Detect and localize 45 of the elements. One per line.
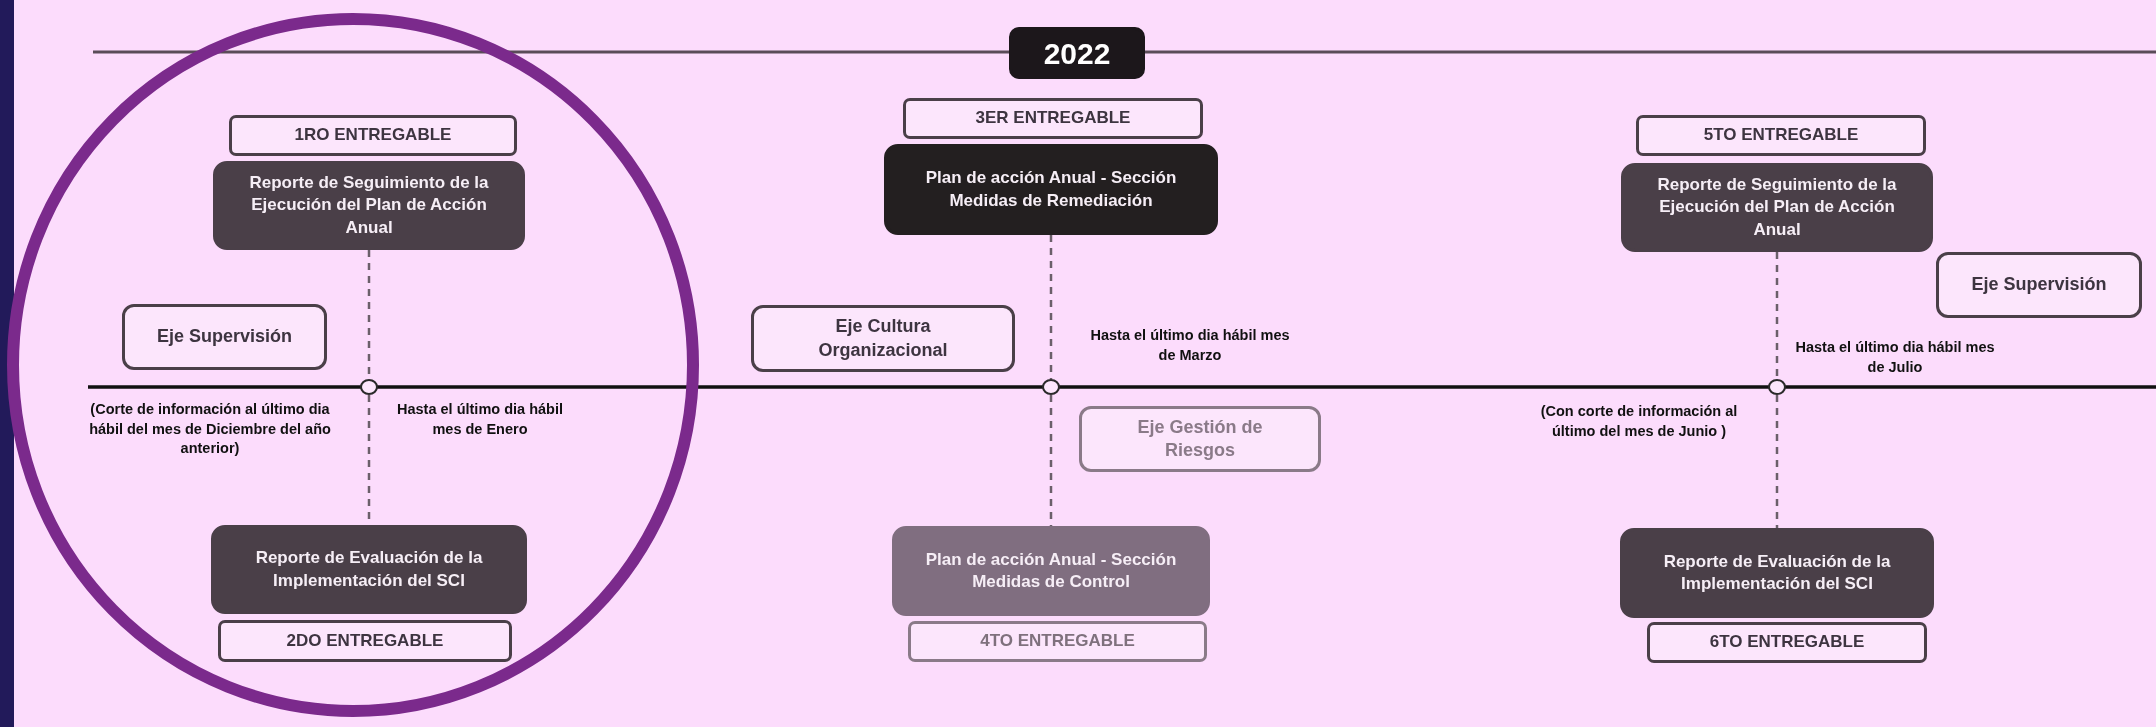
dashed-connector bbox=[1775, 252, 1779, 379]
report-box bbox=[892, 526, 1210, 616]
deadline-note: (Con corte de información al último del mes de Junio ) bbox=[1539, 402, 1739, 441]
deadline-note: Hasta el último dia hábil mes de Enero bbox=[396, 400, 564, 439]
box-label: 1RO ENTREGABLE bbox=[294, 124, 452, 147]
box-label: 6TO ENTREGABLE bbox=[1709, 631, 1865, 654]
report-box bbox=[884, 144, 1218, 235]
box-label: 2DO ENTREGABLE bbox=[286, 629, 444, 652]
deadline-note: Hasta el último dia hábil mes de Marzo bbox=[1090, 326, 1290, 365]
report-box bbox=[1621, 163, 1933, 252]
axis-box bbox=[122, 304, 327, 370]
axis-box bbox=[1079, 406, 1321, 472]
deliverable-tag bbox=[1647, 622, 1927, 663]
box-label: Eje Gestión de Riesgos bbox=[1136, 415, 1264, 462]
report-box bbox=[213, 161, 525, 250]
box-label: Eje Supervisión bbox=[1971, 273, 2107, 297]
deliverable-tag bbox=[908, 621, 1207, 662]
axis-box bbox=[1936, 252, 2142, 318]
box-label: 3ER ENTREGABLE bbox=[975, 107, 1131, 130]
box-label: Plan de acción Anual - Sección Medidas de Remediación bbox=[924, 167, 1178, 212]
dashed-connector bbox=[1775, 395, 1779, 528]
box-label: Plan de acción Anual - Sección Medidas de Control bbox=[924, 548, 1178, 593]
axis-box bbox=[751, 305, 1015, 372]
year-label: 2022 bbox=[1043, 35, 1111, 72]
box-label: Reporte de Evaluación de la Implementación del SCI bbox=[1662, 550, 1892, 595]
timeline-marker bbox=[1768, 379, 1786, 395]
box-label: 5TO ENTREGABLE bbox=[1703, 124, 1859, 147]
deliverable-tag bbox=[229, 115, 517, 156]
box-label: Eje Cultura Organizacional bbox=[817, 315, 949, 362]
box-label: 4TO ENTREGABLE bbox=[980, 630, 1135, 653]
deadline-note: (Corte de información al último dia hábil del mes de Diciembre del año anterior) bbox=[88, 400, 332, 459]
box-label: Reporte de Seguimiento de la Ejecución del Plan de Acción Anual bbox=[248, 172, 490, 239]
report-box bbox=[211, 525, 527, 614]
timeline-marker bbox=[360, 379, 378, 395]
deliverable-tag bbox=[903, 98, 1203, 139]
box-label: Eje Supervisión bbox=[156, 325, 292, 349]
deliverable-tag bbox=[1636, 115, 1926, 156]
deliverable-tag bbox=[218, 620, 512, 662]
dashed-connector bbox=[1049, 235, 1053, 379]
year-badge bbox=[1009, 27, 1145, 79]
timeline-marker bbox=[1042, 379, 1060, 395]
box-label: Reporte de Seguimiento de la Ejecución del Plan de Acción Anual bbox=[1656, 174, 1898, 241]
deadline-note: Hasta el último dia hábil mes de Julio bbox=[1795, 338, 1995, 377]
report-box bbox=[1620, 528, 1934, 618]
box-label: Reporte de Evaluación de la Implementación del SCI bbox=[254, 547, 484, 592]
